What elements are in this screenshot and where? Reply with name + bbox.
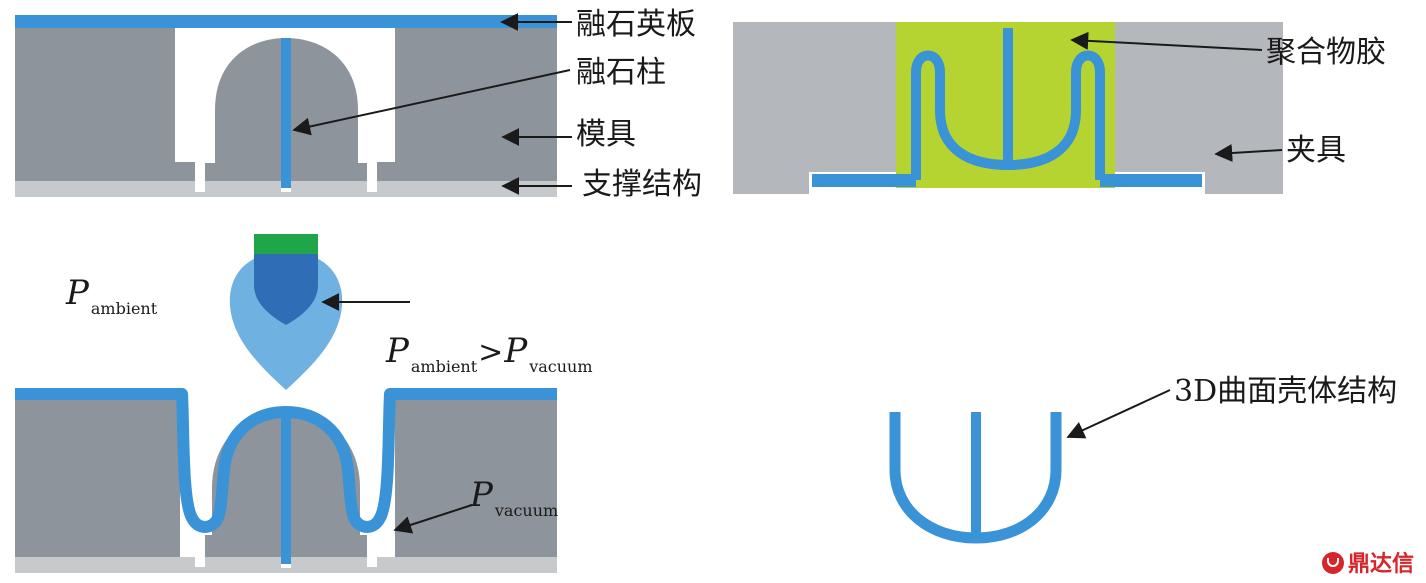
label-mold: 模具 bbox=[576, 117, 636, 152]
torch-nozzle bbox=[254, 234, 318, 254]
label-quartz-pillar: 融石柱 bbox=[576, 55, 666, 90]
p-symbol: P bbox=[386, 331, 409, 371]
watermark-text: 鼎达信 bbox=[1348, 552, 1415, 577]
mold-right-step bbox=[377, 162, 395, 181]
support-gap-left bbox=[195, 178, 205, 192]
arrow-fixture bbox=[1214, 144, 1283, 163]
p-symbol: P bbox=[470, 475, 493, 515]
label-shell: 3D曲面壳体结构 bbox=[1174, 374, 1398, 409]
mold-left-block bbox=[15, 26, 175, 181]
p-symbol: P bbox=[504, 331, 528, 371]
label-quartz-plate: 融石英板 bbox=[576, 7, 696, 42]
support-gap-right-2 bbox=[367, 537, 377, 567]
mold-right-block-2 bbox=[395, 400, 557, 557]
panel-final-shell bbox=[889, 389, 1171, 544]
p-vacuum-subscript: vacuum bbox=[494, 501, 559, 520]
arrow-polymer bbox=[1070, 31, 1263, 51]
quartz-pillar bbox=[281, 38, 291, 188]
torch-flame-inner bbox=[254, 252, 318, 325]
shell-center-stem bbox=[1003, 28, 1013, 168]
p-symbol: P bbox=[66, 273, 89, 313]
mold-right-block bbox=[395, 26, 557, 181]
label-support: 支撑结构 bbox=[582, 167, 702, 202]
arrow-quartz-pillar bbox=[292, 69, 571, 136]
arrow-vacuum bbox=[393, 504, 473, 534]
p-ambient-subscript: ambient bbox=[90, 299, 158, 318]
label-fixture: 夹具 bbox=[1286, 133, 1346, 168]
p-vacuum-subscript: vacuum bbox=[529, 357, 593, 376]
quartz-pillar-2 bbox=[281, 412, 291, 564]
arrow-shell bbox=[1066, 389, 1171, 439]
support-gap-left-2 bbox=[195, 537, 205, 567]
fixture-left-foot bbox=[733, 170, 809, 194]
fixture-left bbox=[733, 22, 896, 172]
fixture-right-foot bbox=[1205, 170, 1283, 194]
greater-than-sign: > bbox=[478, 335, 504, 370]
quartz-plate bbox=[15, 15, 557, 28]
support-gap-right bbox=[367, 178, 377, 192]
flange-left bbox=[812, 174, 916, 187]
panel-thermoforming bbox=[15, 234, 557, 573]
logo-icon bbox=[1322, 552, 1344, 574]
panel-polymer-fill bbox=[733, 22, 1283, 194]
watermark: 鼎达信 bbox=[1322, 546, 1414, 578]
final-shell-stem bbox=[971, 412, 981, 538]
mold-left-block-2 bbox=[15, 400, 180, 557]
label-polymer: 聚合物胶 bbox=[1266, 35, 1386, 70]
p-ambient-subscript: ambient bbox=[410, 357, 478, 376]
flange-right bbox=[1100, 174, 1202, 187]
mold-left-step bbox=[175, 162, 195, 181]
panel-mold-setup bbox=[15, 13, 572, 197]
